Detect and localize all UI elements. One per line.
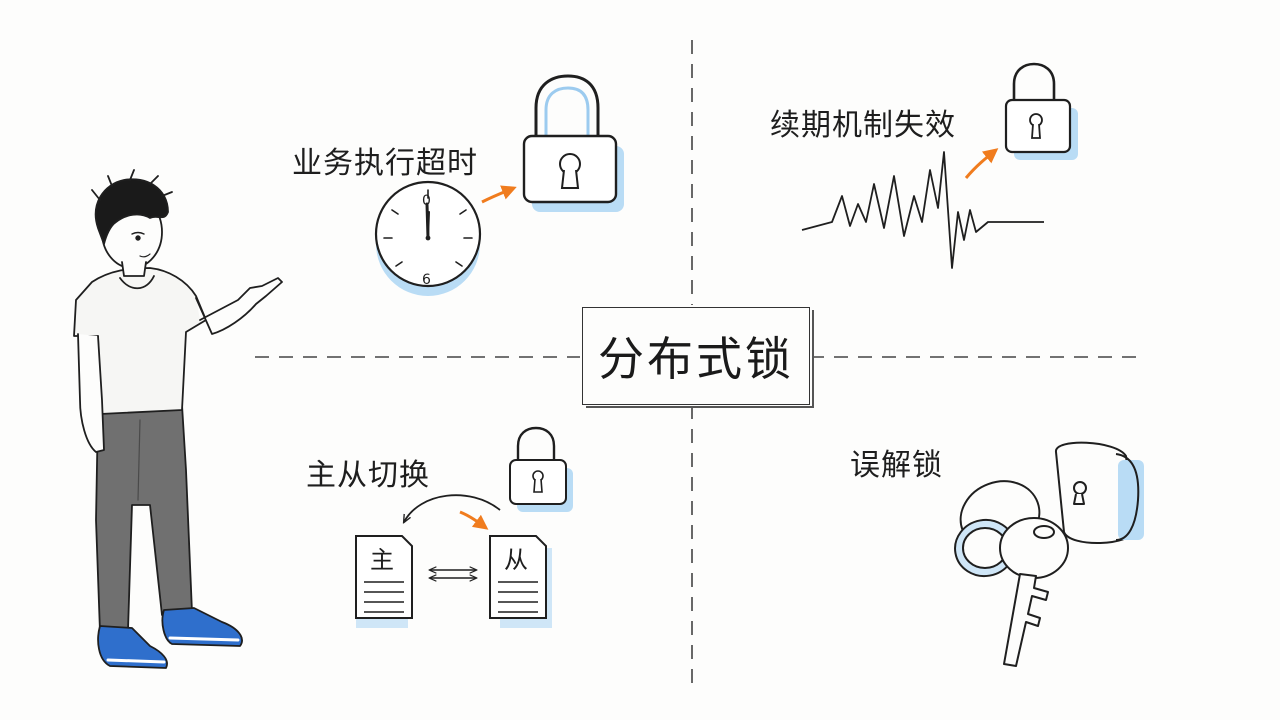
master-doc-label: 主 — [370, 546, 394, 574]
keys-icon — [954, 441, 1144, 667]
center-title-box: 分布式锁 — [582, 307, 810, 405]
person-shoe-right — [161, 607, 243, 647]
quadrant-dividers — [255, 40, 1145, 690]
quadrant-label-renewal-failure: 续期机制失效 — [770, 108, 956, 143]
quadrant-label-business-timeout: 业务执行超时 — [292, 146, 478, 181]
waveform-icon — [801, 151, 1044, 269]
person-hair — [94, 178, 169, 245]
arrow-icon-renewal — [964, 148, 999, 179]
padlock-icon-renewal — [1004, 62, 1078, 160]
quadrant-label-mistaken-unlock: 误解锁 — [850, 448, 943, 483]
failover-curve-arrow — [404, 494, 501, 522]
quadrant-label-master-slave-failover: 主从切换 — [306, 458, 430, 493]
failover-orange-arrow — [459, 510, 489, 530]
person-left-arm — [77, 333, 105, 453]
arrow-icon — [481, 185, 517, 204]
person-shoe-left — [97, 625, 168, 669]
slave-doc-label: 从 — [504, 546, 528, 574]
clock-number-top: 0 — [422, 193, 431, 209]
person-pointing-figure — [73, 169, 283, 669]
person-pants — [95, 404, 193, 633]
clock-icon: 0 6 — [374, 180, 482, 296]
person-shirt — [73, 267, 207, 415]
clock-number-bottom: 6 — [422, 272, 431, 288]
person-pointing-arm — [195, 277, 283, 335]
padlock-icon — [522, 74, 624, 212]
padlock-icon-failover — [509, 426, 573, 512]
center-title: 分布式锁 — [598, 332, 794, 386]
swap-arrows-icon — [430, 570, 476, 578]
document-icon-master: 主 — [355, 535, 413, 628]
document-icon-slave: 从 — [489, 535, 552, 628]
